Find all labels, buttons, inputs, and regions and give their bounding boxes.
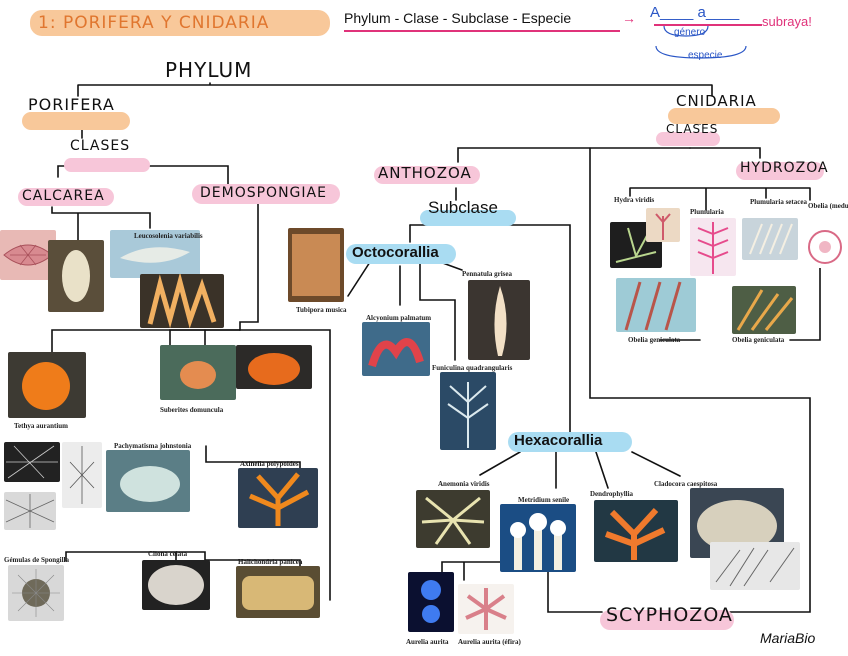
caption-obelia-1: Obelia geniculata xyxy=(628,336,680,344)
caption-obelia-medusa: Obelia (medusa) xyxy=(808,202,848,210)
photo-funiculina xyxy=(440,372,496,450)
hexacorallia-node: Hexacorallia xyxy=(514,432,602,449)
photo-aurelia-efira xyxy=(458,584,514,634)
scyphozoa-node: SCYPHOZOA xyxy=(606,604,733,626)
photo-cladocora-skeleton xyxy=(710,542,800,590)
arrow-icon: → xyxy=(622,10,636,26)
caption-leucosolenia: Leucosolenia variabilis xyxy=(134,232,203,240)
photo-alcyonium xyxy=(362,322,430,376)
caption-axinella: Axinella polypoides xyxy=(240,460,299,468)
caption-pennatula: Pennatula grisea xyxy=(462,270,512,278)
binomial-example: A____ a____ xyxy=(650,4,739,21)
clases-porifera-highlight xyxy=(64,158,150,172)
subraya-note: subraya! xyxy=(762,14,812,29)
caption-pachymatisma: Pachymatisma johnstonia xyxy=(114,442,191,450)
caption-plumularia: Plumularia xyxy=(690,208,724,216)
subclase-node: Subclase xyxy=(428,198,498,218)
caption-halichondria: Halichondria panicea xyxy=(238,558,302,566)
page-title: 1: PORIFERA Y CNIDARIA xyxy=(38,13,269,33)
hydrozoa-node: HYDROZOA xyxy=(740,160,829,176)
clases-porifera-node: CLASES xyxy=(70,138,130,154)
photo-dendrophyllia xyxy=(594,500,678,562)
photo-sycon xyxy=(48,240,104,312)
formula-text: Phylum - Clase - Subclase - Especie xyxy=(344,10,571,26)
photo-spicules-1 xyxy=(4,442,60,482)
caption-plumularia-setacea: Plumularia setacea xyxy=(750,198,807,206)
photo-cliona xyxy=(142,560,210,610)
octocorallia-node: Octocorallia xyxy=(352,244,439,261)
cnidaria-node: CNIDARIA xyxy=(676,92,757,110)
photo-suberites-2 xyxy=(236,345,312,389)
caption-cladocora: Cladocora caespitosa xyxy=(654,480,717,488)
photo-aurelia xyxy=(408,572,454,632)
caption-tubipora: Tubipora musica xyxy=(296,306,347,314)
porifera-node: PORIFERA xyxy=(28,95,115,114)
photo-metridium xyxy=(500,504,576,572)
caption-alcyonium: Alcyonium palmatum xyxy=(366,314,431,322)
photo-spicules-3 xyxy=(4,492,56,530)
photo-hydra-detail xyxy=(646,208,680,242)
porifera-highlight xyxy=(22,112,130,130)
photo-calcarea-colony xyxy=(140,274,224,328)
photo-spicules-2 xyxy=(62,442,102,508)
signature: MariaBio xyxy=(760,630,815,646)
photo-halichondria xyxy=(236,566,320,618)
caption-tethya: Tethya aurantium xyxy=(14,422,68,430)
photo-tethya xyxy=(8,352,86,418)
photo-obelia-medusa xyxy=(804,226,846,268)
photo-suberites-1 xyxy=(160,345,236,400)
caption-obelia-2: Obelia geniculata xyxy=(732,336,784,344)
caption-hydra: Hydra viridis xyxy=(614,196,654,204)
photo-plumularia-setacea xyxy=(742,218,798,260)
bracket-marks xyxy=(650,22,760,62)
photo-obelia-1 xyxy=(616,278,696,332)
photo-anemonia xyxy=(416,490,490,548)
clases-cnidaria-node: CLASES xyxy=(666,122,718,136)
photo-pennatula xyxy=(468,280,530,360)
caption-aurelia-efira: Aurelia aurita (éfira) xyxy=(458,638,521,646)
demospongiae-node: DEMOSPONGIAE xyxy=(200,185,327,201)
caption-dendrophyllia: Dendrophyllia xyxy=(590,490,633,498)
photo-axinella xyxy=(238,468,318,528)
photo-tubipora xyxy=(288,228,344,302)
calcarea-node: CALCAREA xyxy=(22,188,105,204)
caption-suberites: Suberites domuncula xyxy=(160,406,223,414)
caption-cliona: Cliona celata xyxy=(148,550,187,558)
anthozoa-node: ANTHOZOA xyxy=(378,164,472,182)
photo-gemulas xyxy=(8,565,64,621)
caption-funiculina: Funiculina quadrangularis xyxy=(432,364,512,372)
photo-obelia-2 xyxy=(732,286,796,334)
caption-anemonia: Anemonia viridis xyxy=(438,480,490,488)
caption-aurelia: Aurelia aurita xyxy=(406,638,448,646)
caption-metridium: Metridium senile xyxy=(518,496,569,504)
formula-underline xyxy=(344,30,620,32)
photo-pachymatisma xyxy=(106,450,190,512)
caption-gemulas: Gémulas de Spongilla xyxy=(4,556,69,564)
phylum-node: PHYLUM xyxy=(165,58,252,82)
photo-plumularia xyxy=(690,218,736,276)
